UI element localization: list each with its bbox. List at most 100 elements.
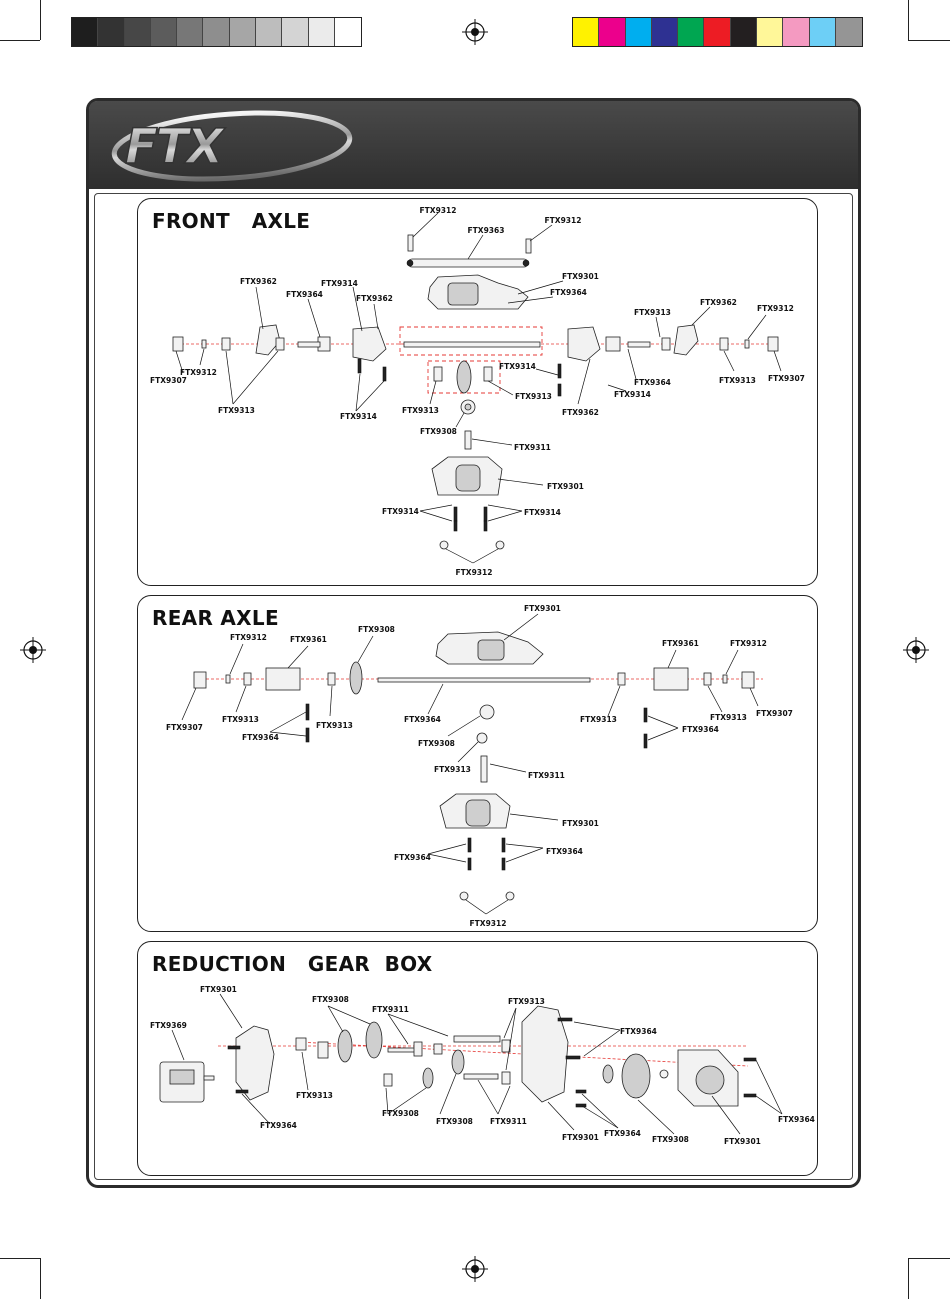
part-label: FTX9301: [200, 985, 237, 994]
part-label: FTX9314: [614, 390, 651, 399]
rear-axle-title: REAR AXLE: [152, 606, 279, 630]
part-label: FTX9312: [456, 568, 493, 577]
part-label: FTX9301: [562, 1133, 599, 1142]
part-label: FTX9364: [620, 1027, 657, 1036]
color-swatch: [651, 18, 679, 46]
rear-axle-panel: REAR AXLE: [137, 595, 818, 932]
color-bar: [572, 17, 864, 47]
color-swatch: [98, 18, 125, 46]
color-swatch: [573, 18, 600, 46]
part-label: FTX9364: [682, 725, 719, 734]
part-label: FTX9313: [719, 376, 756, 385]
part-label: FTX9312: [470, 919, 507, 928]
part-label: FTX9301: [562, 272, 599, 281]
color-swatch: [704, 18, 731, 46]
brand-logotype: FTX: [125, 119, 226, 175]
part-label: FTX9364: [546, 847, 583, 856]
part-label: FTX9364: [604, 1129, 641, 1138]
part-label: FTX9364: [242, 733, 279, 742]
part-label: FTX9311: [372, 1005, 409, 1014]
color-swatch: [177, 18, 204, 46]
color-swatch: [308, 18, 335, 46]
registration-mark: [462, 19, 488, 45]
part-label: FTX9308: [652, 1135, 689, 1144]
front-axle-title: FRONT AXLE: [152, 209, 311, 233]
crop-mark: [908, 1258, 950, 1259]
part-label: FTX9308: [420, 427, 457, 436]
reduction-gear-box-title: REDUCTION GEAR BOX: [152, 952, 433, 976]
color-swatch: [229, 18, 257, 46]
reduction-gear-box-panel: REDUCTION GEAR BOX: [137, 941, 818, 1176]
part-label: FTX9308: [382, 1109, 419, 1118]
part-label: FTX9308: [358, 625, 395, 634]
part-label: FTX9308: [418, 739, 455, 748]
part-label: FTX9312: [230, 633, 267, 642]
rear-axle-diagram: FTX9301 FTX9312 FTX9361 FTX9308 FTX9361 …: [166, 604, 793, 928]
content-border: [94, 193, 853, 1180]
ftx-logo: FTX: [111, 110, 353, 182]
color-swatch: [599, 18, 626, 46]
part-label: FTX9361: [662, 639, 699, 648]
part-label: FTX9364: [404, 715, 441, 724]
part-label: FTX9307: [150, 376, 187, 385]
front-axle-diagram: FTX9312 FTX9363 FTX9312 FTX9301 FTX9362 …: [150, 206, 805, 577]
color-swatch: [72, 18, 99, 46]
part-label: FTX9313: [710, 713, 747, 722]
part-label: FTX9313: [434, 765, 471, 774]
part-label: FTX9313: [296, 1091, 333, 1100]
part-label: FTX9313: [634, 308, 671, 317]
part-label: FTX9313: [580, 715, 617, 724]
part-label: FTX9314: [499, 362, 536, 371]
color-swatch: [783, 18, 810, 46]
crop-mark: [0, 1258, 40, 1259]
reduction-gear-box-diagram: FTX9301 FTX9308 FTX9313 FTX9369 FTX9311 …: [150, 985, 815, 1146]
crop-mark: [908, 1258, 909, 1299]
part-label: FTX9308: [436, 1117, 473, 1126]
part-label: FTX9311: [490, 1117, 527, 1126]
part-label: FTX9313: [515, 392, 552, 401]
color-swatch: [203, 18, 230, 46]
crop-mark: [0, 40, 40, 41]
part-label: FTX9364: [394, 853, 431, 862]
color-swatch: [256, 18, 283, 46]
part-label: FTX9307: [166, 723, 203, 732]
part-label: FTX9314: [340, 412, 377, 421]
part-label: FTX9307: [756, 709, 793, 718]
front-axle-panel: FRONT AXLE: [137, 198, 818, 586]
color-swatch: [334, 18, 362, 46]
grayscale-bar: [71, 17, 363, 47]
crop-mark: [40, 1258, 41, 1299]
registration-mark: [462, 1256, 488, 1282]
part-label: FTX9364: [778, 1115, 815, 1124]
crop-mark: [40, 0, 41, 40]
part-label: FTX9307: [768, 374, 805, 383]
part-label: FTX9313: [222, 715, 259, 724]
color-swatch: [625, 18, 652, 46]
crop-mark: [908, 0, 909, 40]
part-label: FTX9312: [180, 368, 217, 377]
part-label: FTX9313: [508, 997, 545, 1006]
part-label: FTX9361: [290, 635, 327, 644]
color-swatch: [835, 18, 863, 46]
part-label: FTX9312: [730, 639, 767, 648]
color-swatch: [809, 18, 836, 46]
part-label: FTX9301: [524, 604, 561, 613]
part-label: FTX9314: [524, 508, 561, 517]
part-label: FTX9364: [550, 288, 587, 297]
color-swatch: [124, 18, 151, 46]
part-label: FTX9313: [402, 406, 439, 415]
part-label: FTX9311: [514, 443, 551, 452]
color-swatch: [150, 18, 178, 46]
color-swatch: [282, 18, 309, 46]
part-label: FTX9362: [356, 294, 393, 303]
header-banner: FTX: [89, 101, 858, 189]
part-label: FTX9362: [700, 298, 737, 307]
part-label: FTX9313: [218, 406, 255, 415]
part-label: FTX9312: [757, 304, 794, 313]
part-label: FTX9311: [528, 771, 565, 780]
part-label: FTX9301: [724, 1137, 761, 1146]
color-swatch: [757, 18, 784, 46]
part-label: FTX9364: [634, 378, 671, 387]
crop-mark: [908, 40, 950, 41]
part-label: FTX9363: [468, 226, 505, 235]
